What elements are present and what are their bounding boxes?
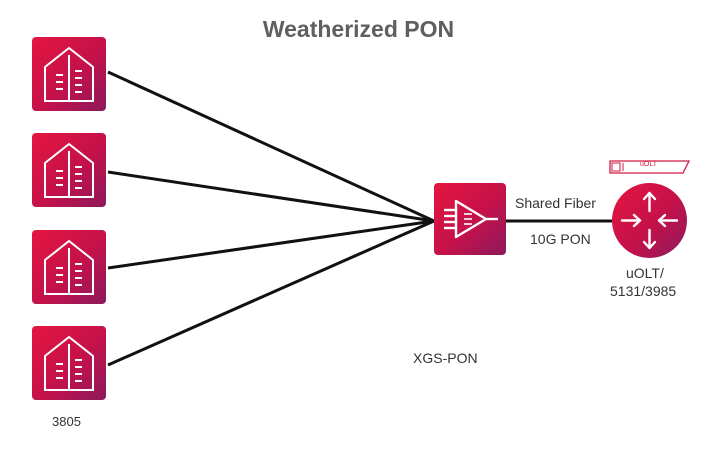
ten-g-pon-label: 10G PON — [530, 231, 591, 247]
olt-label-line1: uOLT/ — [626, 265, 664, 281]
olt-router — [612, 183, 687, 258]
house-icon — [44, 335, 94, 391]
optical-splitter — [434, 183, 506, 255]
house-icon — [44, 46, 94, 102]
diagram-title: Weatherized PON — [262, 16, 455, 42]
router-icon — [620, 191, 679, 250]
chassis-label: uOLT — [640, 161, 657, 168]
ont-house-1 — [32, 37, 106, 111]
fiber-line-4 — [107, 219, 435, 367]
olt-chassis-icon — [609, 160, 691, 174]
onu-model-label: 3805 — [52, 414, 81, 429]
fiber-line-2 — [107, 170, 435, 223]
house-icon — [44, 142, 94, 198]
ont-house-4 — [32, 326, 106, 400]
ont-house-3 — [32, 230, 106, 304]
olt-label-line2: 5131/3985 — [610, 283, 677, 299]
fiber-line-3 — [107, 219, 435, 270]
shared-fiber-label: Shared Fiber — [515, 195, 596, 211]
splitter-icon — [444, 199, 498, 239]
ont-house-2 — [32, 133, 106, 207]
house-icon — [44, 239, 94, 295]
fiber-line-1 — [107, 70, 435, 223]
xgs-pon-label: XGS-PON — [413, 350, 478, 366]
